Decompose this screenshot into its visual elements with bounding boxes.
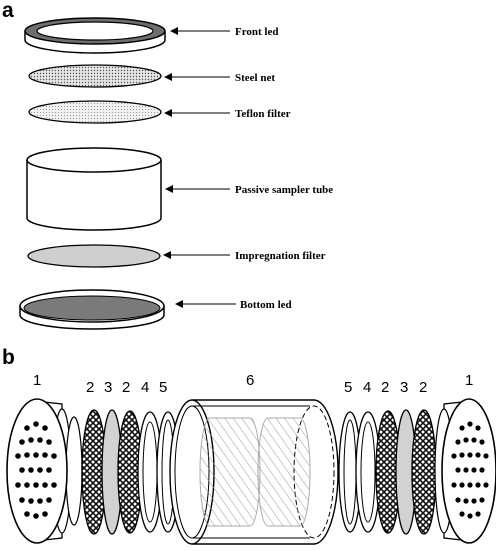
label-1-right: 1 bbox=[465, 372, 473, 389]
panel-a-letter: a bbox=[2, 0, 14, 22]
teflon-filter bbox=[28, 100, 162, 124]
label-2a: 2 bbox=[86, 379, 94, 396]
label-6: 6 bbox=[246, 372, 254, 389]
bottom-lid-label: Bottom led bbox=[240, 299, 292, 311]
right-steel-net-outer bbox=[411, 409, 437, 535]
panel-b-letter: b bbox=[2, 346, 15, 369]
label-4a: 4 bbox=[141, 379, 149, 396]
steel-net bbox=[28, 64, 162, 88]
left-end-cap bbox=[6, 398, 83, 544]
label-2b: 2 bbox=[122, 379, 130, 396]
tube-label: Passive sampler tube bbox=[235, 184, 333, 196]
label-5a: 5 bbox=[159, 379, 167, 396]
front-lid-label: Front led bbox=[235, 26, 279, 38]
label-5b: 5 bbox=[344, 379, 352, 396]
label-2d: 2 bbox=[419, 379, 427, 396]
steel-net-label: Steel net bbox=[235, 72, 275, 84]
right-teflon-ring bbox=[355, 411, 381, 533]
bottom-lid bbox=[19, 289, 165, 330]
central-tube bbox=[169, 399, 339, 545]
label-4b: 4 bbox=[363, 379, 371, 396]
label-3b: 3 bbox=[400, 379, 408, 396]
teflon-filter-label: Teflon filter bbox=[235, 108, 291, 120]
label-2c: 2 bbox=[381, 379, 389, 396]
label-3a: 3 bbox=[104, 379, 112, 396]
right-end-cap bbox=[434, 398, 496, 544]
label-1-left: 1 bbox=[33, 372, 41, 389]
passive-sampler-tube bbox=[26, 147, 162, 231]
front-lid bbox=[24, 17, 166, 54]
impregnation-filter bbox=[27, 244, 161, 268]
impregnation-filter-label: Impregnation filter bbox=[235, 250, 326, 262]
